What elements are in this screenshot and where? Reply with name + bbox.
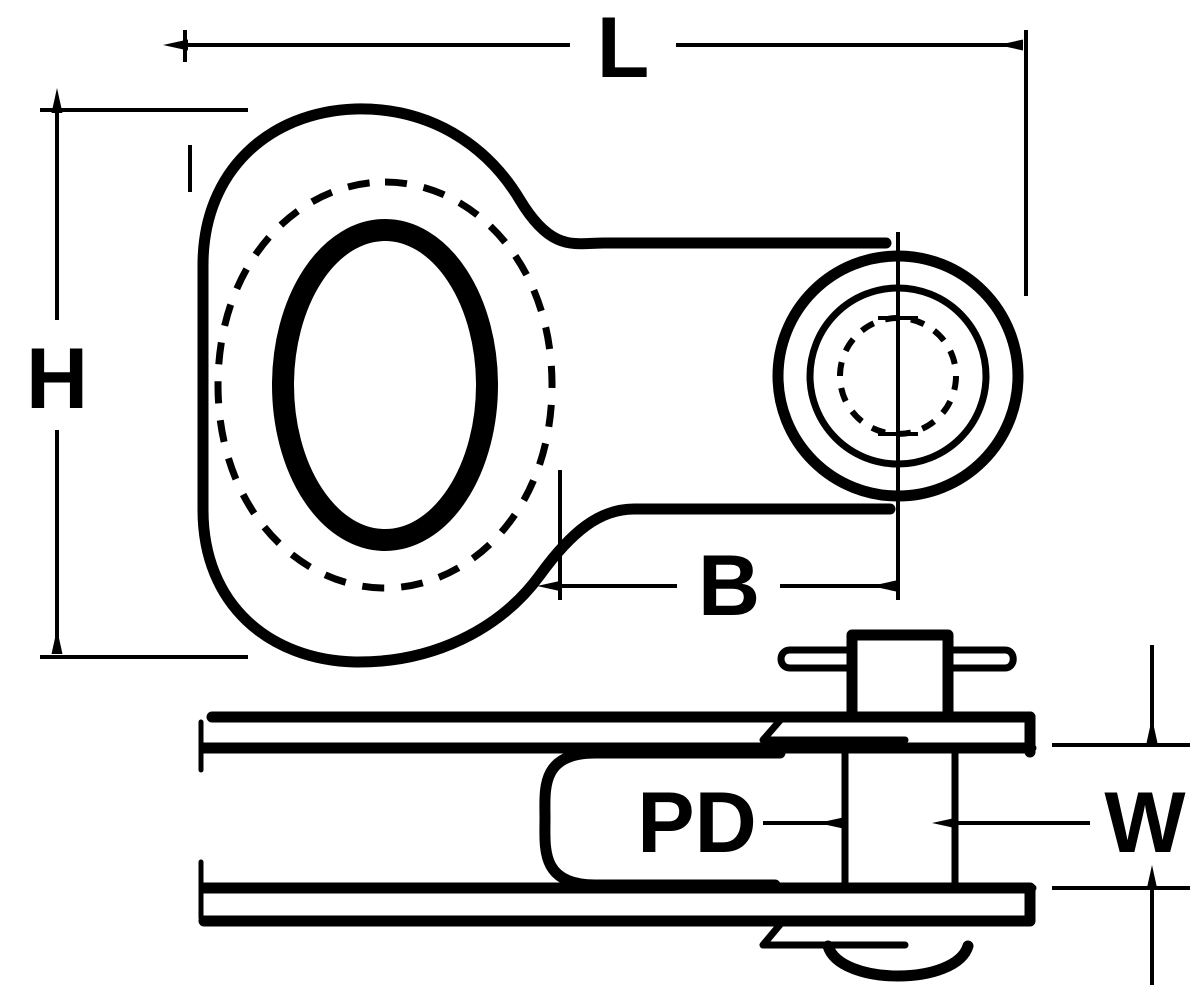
dimension-H: H <box>26 88 248 659</box>
eye-outline-lower <box>197 259 896 668</box>
dimension-label-W: W <box>1104 775 1186 871</box>
dimension-PD: PD <box>637 775 1090 871</box>
eye-outline-upper <box>197 103 892 271</box>
dimension-label-L: L <box>597 0 650 96</box>
dimension-W: W <box>1052 645 1190 985</box>
lower-plate-chamfer <box>759 917 909 949</box>
pin-bottom-dome <box>822 940 974 982</box>
upper-plate-chamfer <box>759 713 909 744</box>
eye-body-side-profile <box>539 747 786 891</box>
dimension-L: L <box>163 0 1028 296</box>
top-view-group <box>188 103 1024 668</box>
dimension-label-H: H <box>26 331 88 427</box>
dimension-label-B: B <box>698 538 760 634</box>
side-view-group <box>198 629 1037 982</box>
eye-hidden-contour <box>214 178 556 592</box>
pin-head-right-tab <box>944 646 1017 672</box>
pin-head-body <box>846 629 954 723</box>
pin-head-left-tab <box>777 646 856 672</box>
eye-hole-oval <box>272 219 498 551</box>
dimension-label-PD: PD <box>637 775 756 871</box>
dimension-B: B <box>537 496 900 634</box>
